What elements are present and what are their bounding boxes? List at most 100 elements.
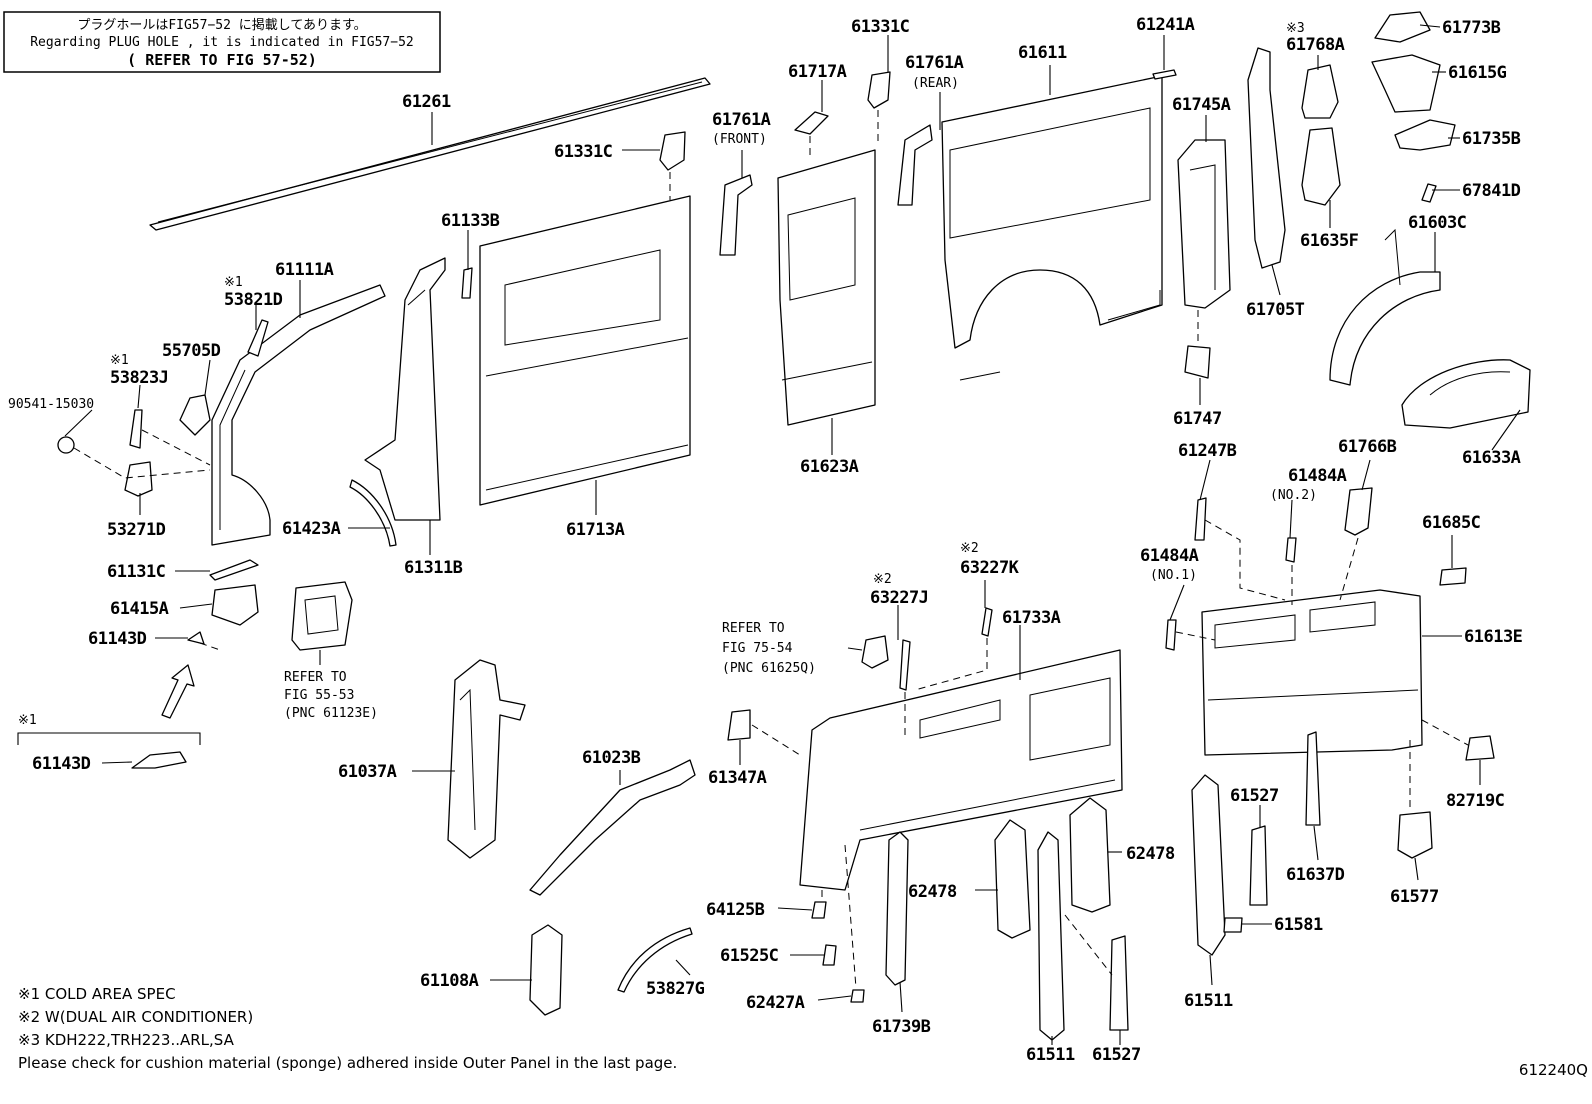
part-61331c-b: [867, 71, 891, 109]
label-61415a: 61415A: [110, 599, 169, 619]
part-61347a: [727, 709, 751, 741]
note-line-ref: ( REFER TO FIG 57-52): [127, 51, 317, 69]
part-61511-b: [1191, 774, 1226, 956]
part-61525c: [822, 944, 837, 966]
label-63227k: 63227K: [960, 558, 1020, 578]
part-61111a-front-pillar: [211, 284, 386, 546]
part-61766b: [1344, 487, 1373, 536]
part-61611-quarter-panel: [941, 75, 1163, 381]
label-90541-15030: 90541-15030: [8, 397, 94, 412]
label-61773b: 61773B: [1442, 18, 1501, 38]
label-61133b: 61133B: [441, 211, 500, 231]
part-61527-a: [1109, 935, 1129, 1031]
label-61247b: 61247B: [1178, 441, 1237, 461]
cold-area-bracket: [17, 732, 201, 745]
label-61527-a: 61527: [1092, 1045, 1141, 1065]
part-61527-b: [1249, 825, 1268, 906]
label-mark2-63227j: ※2: [873, 572, 892, 587]
part-61761a-front: [719, 174, 753, 256]
label-mark3-61768a: ※3: [1286, 21, 1305, 36]
label-61733a: 61733A: [1002, 608, 1061, 628]
part-61739b: [885, 831, 909, 986]
part-67841d: [1421, 183, 1437, 203]
note-line-jp: プラグホールはFIG57−52 に掲載してあります。: [77, 17, 366, 33]
label-55705d: 55705D: [162, 341, 221, 361]
part-61261-roof-strip: [149, 77, 711, 231]
part-61577: [1397, 811, 1433, 859]
part-61761a-rear: [897, 124, 933, 206]
part-door-lock-ref: [291, 581, 353, 651]
part-61613e-rear-inner: [1201, 589, 1423, 756]
part-63227j: [899, 639, 911, 691]
part-61747: [1184, 345, 1211, 379]
part-61143d-b: [131, 751, 187, 769]
leader-lines: [64, 24, 1521, 1045]
label-front: (FRONT): [712, 132, 767, 147]
label-mark1-53823j: ※1: [110, 353, 129, 368]
part-61331c-a: [659, 131, 686, 171]
footnote-cushion: Please check for cushion material (spong…: [18, 1054, 677, 1072]
label-61623a: 61623A: [800, 457, 859, 477]
part-61685c: [1439, 567, 1467, 586]
label-61713a: 61713A: [566, 520, 625, 540]
arrow-indicator: [161, 664, 195, 719]
part-61511-a: [1037, 831, 1065, 1041]
label-61615g: 61615G: [1448, 63, 1507, 83]
part-61633a: [1401, 359, 1531, 429]
note-line-en: Regarding PLUG HOLE , it is indicated in…: [30, 35, 414, 50]
part-61625q-ref: [861, 635, 889, 669]
label-61745a: 61745A: [1172, 95, 1231, 115]
part-61484a-no1: [1165, 619, 1177, 651]
footnote-cold-area: ※1 COLD AREA SPEC: [18, 985, 176, 1003]
part-61131c: [209, 559, 259, 581]
label-mark2-63227k: ※2: [960, 541, 979, 556]
label-61311b: 61311B: [404, 558, 463, 578]
part-61423a: [349, 479, 397, 547]
figure-id: 612240Q: [1519, 1061, 1588, 1079]
label-61111a: 61111A: [275, 260, 334, 280]
label-no1: (NO.1): [1150, 568, 1197, 583]
part-62478-b: [1069, 797, 1111, 913]
label-53827g: 53827G: [646, 979, 705, 999]
label-61347a: 61347A: [708, 768, 767, 788]
label-61611: 61611: [1018, 43, 1067, 63]
part-61773b: [1374, 11, 1431, 43]
label-61633a: 61633A: [1462, 448, 1521, 468]
label-61131c: 61131C: [107, 562, 165, 582]
part-53821d: [247, 319, 269, 357]
part-62427a: [850, 989, 865, 1003]
part-61415a: [211, 584, 259, 626]
part-61713a-slide-door: [479, 195, 691, 506]
label-61037a: 61037A: [338, 762, 397, 782]
label-61143d-b: 61143D: [32, 754, 91, 774]
label-61761a-rear: 61761A: [905, 53, 964, 73]
label-mark1-53821d: ※1: [224, 275, 243, 290]
part-61108a: [529, 924, 563, 1016]
label-62478-b: 62478: [1126, 844, 1175, 864]
label-61241a: 61241A: [1136, 15, 1195, 35]
part-61023b: [529, 759, 696, 896]
label-61635f: 61635F: [1300, 231, 1359, 251]
part-62478-a: [994, 819, 1031, 939]
label-61331c-b: 61331C: [851, 17, 909, 37]
label-61761a-front: 61761A: [712, 110, 771, 130]
label-61484a-no1: 61484A: [1140, 546, 1199, 566]
label-ref-75-3: (PNC 61625Q): [722, 661, 816, 676]
part-61133b: [461, 267, 473, 299]
label-53271d: 53271D: [107, 520, 166, 540]
part-53823j: [129, 409, 143, 449]
part-63227k: [981, 607, 993, 637]
label-67841d: 67841D: [1462, 181, 1521, 201]
label-ref-55-1: REFER TO: [284, 670, 347, 685]
part-90541-plug: [57, 436, 75, 454]
label-61717a: 61717A: [788, 62, 847, 82]
label-64125b: 64125B: [706, 900, 765, 920]
part-61635f: [1301, 127, 1341, 206]
label-61525c: 61525C: [720, 946, 778, 966]
part-53827g: [617, 927, 693, 993]
label-61747: 61747: [1173, 409, 1222, 429]
label-61637d: 61637D: [1286, 865, 1345, 885]
label-61577: 61577: [1390, 887, 1439, 907]
